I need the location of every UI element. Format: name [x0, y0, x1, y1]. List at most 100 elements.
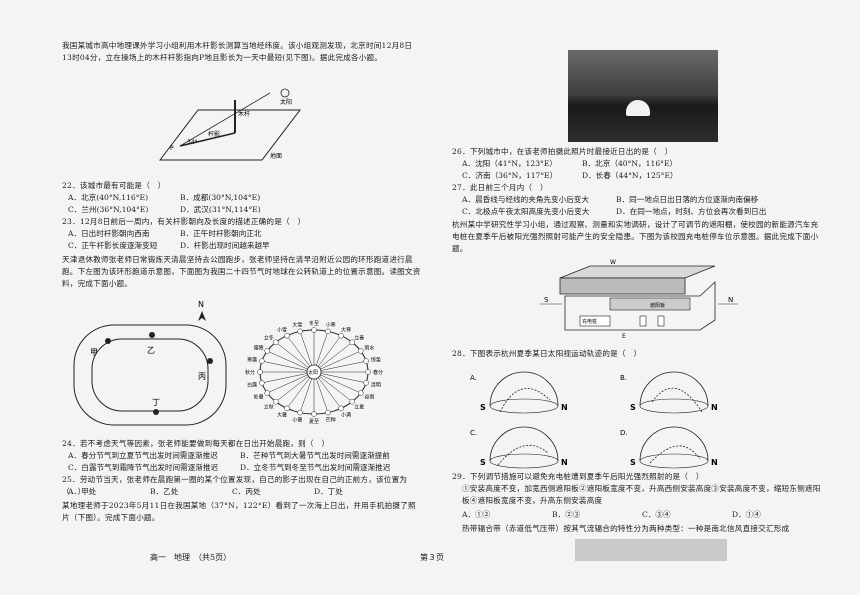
solar-term-label: 惊蛰	[371, 356, 381, 363]
earth-position-mark	[338, 332, 344, 339]
dome-south-label: S	[630, 458, 636, 467]
orbit-spoke	[313, 371, 342, 409]
earth-position-mark	[259, 358, 265, 364]
q29-option-b[interactable]: B．②③	[552, 510, 581, 519]
dome-base	[489, 453, 559, 469]
south-label: S	[544, 296, 549, 304]
q22-option-c[interactable]: C．兰州(36°N,104°E)	[68, 205, 149, 214]
pole-label: 木杆	[238, 110, 250, 118]
solar-term-label: 大寒	[341, 327, 351, 334]
solar-term-label: 清明	[371, 382, 381, 389]
earth-position-mark	[273, 339, 279, 346]
q29-stem: 29．下列调节措施可以避免充电桩遭到夏季午后阳光强烈照射的是（ ）	[452, 472, 704, 481]
dome-option-d[interactable]: D. S N	[620, 426, 718, 469]
earth-position-mark	[259, 380, 265, 386]
q22-option-b[interactable]: B．成都(30°N,104°E)	[180, 193, 261, 202]
q29-option-c[interactable]: C．③④	[642, 510, 671, 519]
sun-path-line	[497, 445, 549, 466]
q28-stem: 28．下图表示杭州夏季某日太阳视运动轨迹的是（ ）	[452, 349, 642, 358]
q26-option-a[interactable]: A．沈阳（41°N，123°E）	[462, 159, 557, 168]
earth-position-mark	[325, 328, 331, 335]
north-label: N	[198, 300, 204, 309]
solar-term-label: 大雪	[292, 322, 302, 329]
east-label: E	[622, 333, 626, 340]
q23-option-c[interactable]: C．正午杆影长度逐渐变短	[68, 241, 158, 250]
q24-option-c[interactable]: C．白露节气到霜降节气出发时间需逐渐推迟	[68, 463, 219, 472]
solar-term-label: 夏至	[309, 419, 319, 425]
dome-north-label: N	[711, 403, 718, 412]
footer-page-number: 第３页	[420, 553, 444, 562]
q24-option-a[interactable]: A．春分节气到立夏节气出发时间需逐渐推迟	[68, 451, 218, 460]
q23-option-a[interactable]: A．日出时杆影朝向西南	[68, 229, 150, 238]
dome-arc	[639, 426, 709, 462]
earth-position-mark	[264, 390, 270, 396]
q27-option-a[interactable]: A．晨昏线与经线的夹角先变小后变大	[462, 195, 589, 204]
solar-term-label: 雨水	[364, 345, 374, 352]
sun-disc-icon	[626, 100, 650, 116]
q25-option-a[interactable]: A．甲处	[68, 487, 97, 496]
solar-term-label: 秋分	[245, 369, 255, 376]
sun-path-line	[499, 388, 551, 413]
orbit-spoke	[313, 371, 367, 384]
q22-option-d[interactable]: D．武汉(31°N,114°E)	[180, 205, 261, 214]
q29-option-a[interactable]: A．①②	[462, 510, 491, 519]
q24-option-b[interactable]: B．芒种节气到大暑节气出发时间需逐渐提前	[240, 451, 390, 460]
q27-option-b[interactable]: B．同一地点日出日落的方位逐渐向南偏移	[616, 195, 759, 204]
earth-position-mark	[273, 398, 279, 405]
q27-option-c[interactable]: C．北极点午夜太阳高度先变小后变大	[462, 207, 590, 216]
q27-option-d[interactable]: D．在同一地点，时刻、方位会再次看到日出	[616, 207, 767, 216]
q24-option-d[interactable]: D．立冬节气到冬至节气出发时间需逐渐推迟	[240, 463, 391, 472]
orbit-spoke	[275, 342, 315, 373]
solar-term-label: 立夏	[354, 404, 364, 411]
intro-paragraph-5: 热带辐合带（赤道低气压带）按其气流辐合的特性分为两种类型：一种是南北信风直接交汇…	[462, 524, 790, 533]
q22-stem: 22．该城市最有可能是（ ）	[62, 181, 166, 190]
sun-path-line	[651, 387, 703, 413]
dome-base	[639, 453, 709, 469]
earth-position-mark	[284, 405, 290, 412]
q26-option-c[interactable]: C．济南（36°N，117°E）	[462, 171, 558, 180]
q23-option-d[interactable]: D．杆影出现时间越来越早	[180, 241, 270, 250]
earth-position-mark	[358, 390, 364, 396]
orbit-spoke	[261, 371, 315, 384]
q23-option-b[interactable]: B．正午时杆影朝向正北	[180, 229, 262, 238]
ground-label: 地面	[270, 152, 282, 160]
sunrise-photo	[568, 50, 718, 142]
solar-term-label: 立冬	[264, 334, 274, 341]
west-label: W	[610, 259, 616, 266]
dome-arc	[489, 426, 559, 462]
dome-label: D.	[620, 429, 628, 437]
q22-option-a[interactable]: A．北京(40°N,116°E)	[68, 193, 149, 202]
charger-label: 充电桩	[582, 318, 597, 325]
dome-south-label: S	[480, 458, 486, 467]
intro-paragraph-4: 杭州某中学研究性学习小组，通过观察、测量和实地调研，设计了可调节的遮阳棚，使校园…	[452, 220, 819, 253]
q27-stem: 27．此日前三个月内（ ）	[452, 183, 548, 192]
north-label-fig3: N	[728, 296, 733, 304]
earth-position-mark	[363, 380, 369, 386]
dome-north-label: N	[711, 458, 718, 467]
q26-option-b[interactable]: B．北京（40°N，116°E）	[582, 159, 678, 168]
orbit-spoke	[313, 350, 361, 373]
q29-option-d[interactable]: D．①④	[732, 510, 761, 519]
dome-label: C.	[470, 429, 477, 437]
shade-board-label: 遮阳板	[650, 302, 665, 309]
q25-option-b[interactable]: B．乙处	[150, 487, 179, 496]
earth-position-mark	[349, 398, 355, 405]
solar-term-label: 处暑	[254, 394, 264, 401]
q25-stem: 25．劳动节当天，张老师在晨跑第一圈的某个位置发现，自己的影子出现在自己的正前方…	[62, 475, 408, 496]
orbit-spoke	[267, 350, 315, 373]
footer-left: 高一 地理 （共5页）	[150, 553, 232, 562]
track-point-ding: 丁	[152, 398, 160, 407]
q26-option-d[interactable]: D．长春（44°N，125°E）	[582, 171, 678, 180]
earth-position-mark	[257, 369, 263, 375]
earth-position-mark	[284, 332, 290, 339]
solar-term-label: 小暑	[292, 416, 302, 423]
track-point-yi: 乙	[147, 346, 155, 355]
orbit-spoke	[275, 371, 315, 402]
q25-option-c[interactable]: C．丙处	[232, 487, 261, 496]
q25-option-d[interactable]: D．丁处	[314, 487, 343, 496]
